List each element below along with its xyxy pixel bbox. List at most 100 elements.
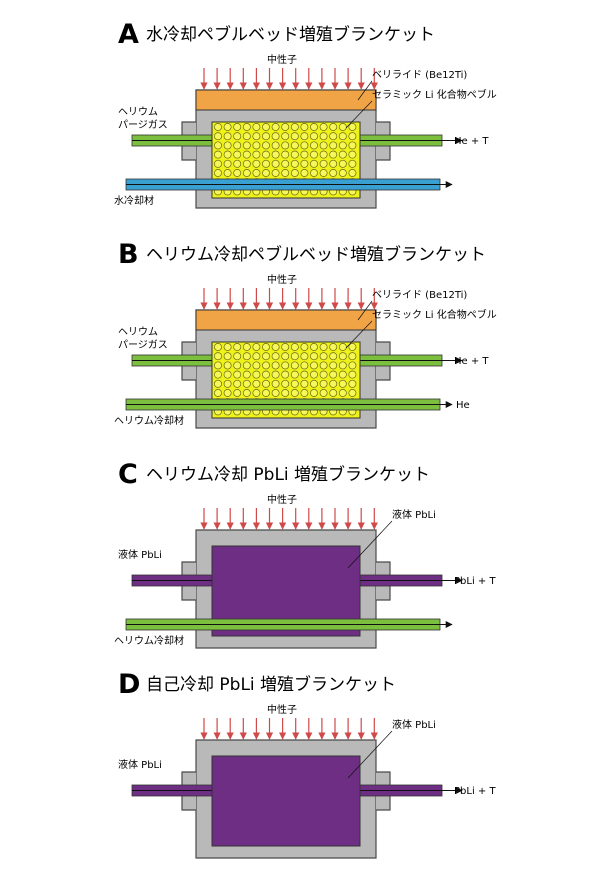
- pebble: [300, 361, 309, 370]
- pebble: [281, 343, 290, 351]
- pebble: [242, 132, 251, 141]
- panel-title: ヘリウム冷却 PbLi 増殖ブランケット: [146, 464, 430, 485]
- pebble: [329, 370, 338, 379]
- panel-letter: D: [118, 669, 140, 700]
- pebble: [329, 389, 338, 397]
- pebble: [262, 169, 270, 177]
- coolant-label: ヘリウム冷却材: [114, 414, 184, 427]
- pebble: [223, 159, 232, 168]
- pebble: [329, 361, 338, 370]
- pebble: [319, 150, 328, 159]
- pebble: [262, 132, 270, 141]
- pebble: [310, 343, 318, 351]
- pebble-label: セラミック Li 化合物ペブル: [372, 88, 497, 101]
- pebble: [329, 132, 338, 141]
- pebble: [348, 389, 357, 397]
- pebble: [290, 132, 299, 141]
- pebble: [338, 370, 347, 379]
- pebble: [242, 123, 251, 131]
- pebble: [252, 169, 261, 177]
- beryllide-layer: [195, 309, 377, 331]
- pebble: [281, 352, 290, 361]
- pebble: [271, 150, 280, 159]
- inlet-label-2: パージガス: [118, 119, 168, 131]
- pebble: [348, 352, 357, 361]
- pebble: [252, 343, 261, 351]
- pebble: [262, 361, 270, 370]
- pebble: [348, 370, 357, 379]
- panel-title: 自己冷却 PbLi 増殖ブランケット: [146, 674, 396, 695]
- pebble: [242, 141, 251, 150]
- pebble: [329, 123, 338, 131]
- pebble: [233, 141, 242, 150]
- pebble: [223, 150, 232, 159]
- pebble: [252, 352, 261, 361]
- outlet-label: PbLi + T: [454, 576, 496, 587]
- pebble: [290, 370, 299, 379]
- beryllide-leader: [357, 80, 373, 101]
- pebble: [242, 379, 251, 388]
- pebble: [300, 150, 309, 159]
- pebble: [262, 379, 270, 388]
- pebble: [214, 389, 222, 397]
- pebble: [242, 389, 251, 397]
- panel-title: 水冷却ペブルベッド増殖ブランケット: [146, 24, 435, 45]
- pbli-leader: [347, 730, 393, 779]
- pebble: [252, 379, 261, 388]
- pebble: [214, 169, 222, 177]
- pebble: [329, 150, 338, 159]
- pebble: [214, 370, 222, 379]
- pebble: [281, 389, 290, 397]
- pebble: [214, 159, 222, 168]
- pebble: [281, 150, 290, 159]
- pebble: [319, 379, 328, 388]
- pebble: [319, 352, 328, 361]
- pebble: [233, 169, 242, 177]
- pebble: [310, 352, 318, 361]
- pebble: [338, 352, 347, 361]
- pebble: [223, 169, 232, 177]
- pebble: [338, 150, 347, 159]
- pebble: [242, 169, 251, 177]
- coolant-label: ヘリウム冷却材: [114, 634, 184, 647]
- pebble: [329, 343, 338, 351]
- pebble: [281, 141, 290, 150]
- pebble: [223, 132, 232, 141]
- pebble: [319, 169, 328, 177]
- pebble: [329, 141, 338, 150]
- pebble: [242, 352, 251, 361]
- inlet-label-1: 液体 PbLi: [118, 548, 162, 561]
- pebble: [271, 379, 280, 388]
- pebble: [300, 370, 309, 379]
- pebble: [262, 123, 270, 131]
- pebble: [262, 352, 270, 361]
- pebble: [338, 132, 347, 141]
- pebble: [348, 150, 357, 159]
- pebble: [338, 141, 347, 150]
- pebble: [338, 361, 347, 370]
- pebble: [262, 370, 270, 379]
- coolant-label: 水冷却材: [114, 194, 154, 207]
- pebble: [252, 132, 261, 141]
- panel-letter: C: [118, 459, 138, 490]
- neutron-label: 中性子: [267, 53, 297, 66]
- pebble: [252, 141, 261, 150]
- pebble: [271, 159, 280, 168]
- pebble: [281, 132, 290, 141]
- pebble: [310, 169, 318, 177]
- pebble: [223, 370, 232, 379]
- pebble: [252, 389, 261, 397]
- pebble: [214, 352, 222, 361]
- pebble: [252, 361, 261, 370]
- pebble: [300, 352, 309, 361]
- pebble: [319, 370, 328, 379]
- inlet-label-1: 液体 PbLi: [118, 758, 162, 771]
- pebble: [338, 123, 347, 131]
- pebble: [319, 361, 328, 370]
- pebble: [262, 141, 270, 150]
